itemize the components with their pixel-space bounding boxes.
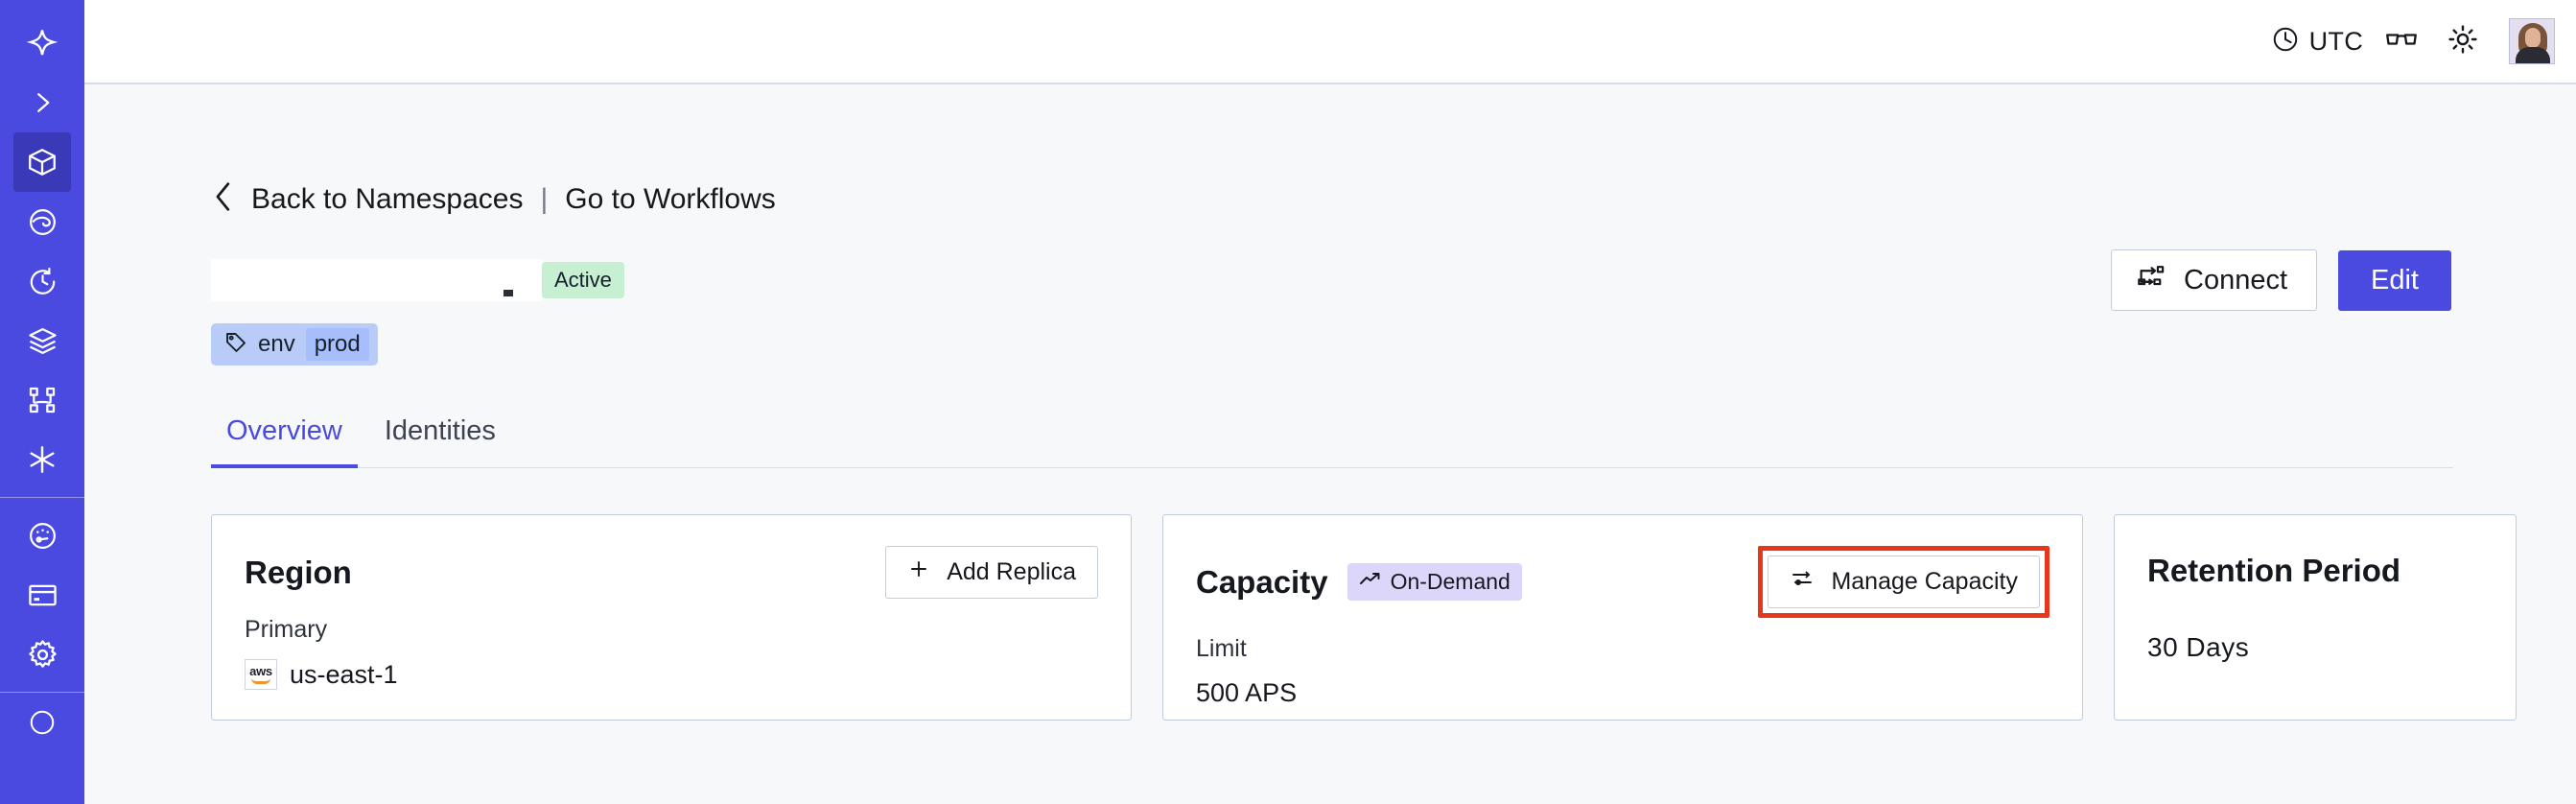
aws-logo-icon: aws xyxy=(245,659,277,690)
timezone-selector[interactable]: UTC xyxy=(2263,19,2371,64)
sidebar-item-namespaces[interactable] xyxy=(13,132,71,192)
cards-row: Region Add Replica xyxy=(211,514,2517,721)
sidebar-item-layers[interactable] xyxy=(13,311,71,370)
breadcrumb-separator: | xyxy=(540,182,549,215)
sidebar-divider-1 xyxy=(0,497,84,498)
sun-icon xyxy=(2447,23,2479,60)
trending-up-icon xyxy=(1359,569,1382,595)
tag-value: prod xyxy=(305,328,369,361)
add-replica-button[interactable]: Add Replica xyxy=(885,546,1098,599)
avatar[interactable] xyxy=(2509,18,2555,64)
title-actions: Connect Edit xyxy=(2111,249,2451,311)
retention-period-card: Retention Period 30 Days xyxy=(2114,514,2517,721)
sidebar-divider-2 xyxy=(0,692,84,693)
manage-capacity-annotation: Manage Capacity xyxy=(1758,546,2049,618)
sidebar-item-workflows[interactable] xyxy=(13,370,71,430)
capacity-card-title: Capacity xyxy=(1196,563,1328,600)
connection-flow-icon xyxy=(2137,263,2166,297)
top-header: UTC xyxy=(84,0,2576,84)
credit-card-icon xyxy=(27,579,59,611)
retention-card-title: Retention Period xyxy=(2147,553,2401,588)
sidebar-item-observe[interactable] xyxy=(13,192,71,251)
avatar-body xyxy=(2516,47,2550,63)
connect-button[interactable]: Connect xyxy=(2111,249,2318,311)
tab-overview[interactable]: Overview xyxy=(211,415,358,468)
sidebar-item-expand[interactable] xyxy=(13,73,71,132)
breadcrumb: Back to Namespaces | Go to Workflows xyxy=(211,180,2451,218)
theme-toggle-button[interactable] xyxy=(2432,15,2494,67)
back-to-namespaces-link[interactable]: Back to Namespaces xyxy=(251,182,524,215)
region-card-header: Region Add Replica xyxy=(245,546,1098,599)
history-clock-icon xyxy=(27,266,59,297)
tag-icon xyxy=(224,331,247,359)
avatar-face xyxy=(2525,28,2541,48)
asterisk-icon xyxy=(26,443,59,476)
tab-identities[interactable]: Identities xyxy=(384,415,496,446)
layers-icon xyxy=(27,325,59,357)
tag-key: env xyxy=(258,331,295,357)
status-badge: Active xyxy=(542,262,624,298)
capacity-sublabel: Limit xyxy=(1196,635,1247,662)
accessibility-button[interactable] xyxy=(2371,15,2432,67)
sidebar-item-settings[interactable] xyxy=(13,625,71,684)
plus-icon xyxy=(907,557,930,587)
sidebar-item-usage[interactable] xyxy=(13,506,71,565)
eye-icon xyxy=(27,206,59,238)
sidebar-item-nexus[interactable] xyxy=(13,430,71,489)
sidebar-item-logo[interactable] xyxy=(13,13,71,73)
edit-button[interactable]: Edit xyxy=(2338,249,2451,311)
namespace-name-glyph-fragment xyxy=(503,289,513,296)
workflow-graph-icon xyxy=(27,385,58,415)
sidebar-item-history[interactable] xyxy=(13,251,71,311)
glasses-icon xyxy=(2384,22,2419,61)
region-value: us-east-1 xyxy=(290,659,398,689)
region-card-title: Region xyxy=(245,554,352,590)
tab-bar: Overview Identities xyxy=(211,415,2453,468)
temporal-logo-icon xyxy=(26,27,59,59)
sidebar-item-help[interactable] xyxy=(13,693,71,752)
on-demand-badge: On-Demand xyxy=(1347,563,1522,601)
sidebar xyxy=(0,0,84,804)
clock-icon xyxy=(2271,25,2300,59)
main-content: Back to Namespaces | Go to Workflows Act… xyxy=(84,84,2576,804)
capacity-value: 500 APS xyxy=(1196,678,1298,707)
region-value-row: aws us-east-1 xyxy=(245,659,1098,690)
capacity-card-header: Capacity On-Demand xyxy=(1196,546,2049,618)
aws-logo-text: aws xyxy=(249,664,272,678)
region-card-action: Add Replica xyxy=(885,546,1098,599)
retention-value: 30 Days xyxy=(2147,632,2250,662)
chevron-right-icon xyxy=(28,88,57,117)
gear-icon xyxy=(27,639,59,671)
namespace-name-redacted xyxy=(211,259,542,301)
manage-capacity-label: Manage Capacity xyxy=(1831,568,2018,595)
connect-button-label: Connect xyxy=(2184,264,2288,296)
region-card: Region Add Replica xyxy=(211,514,1132,721)
title-row: Active xyxy=(211,249,2451,311)
timezone-label: UTC xyxy=(2308,26,2363,56)
capacity-card: Capacity On-Demand xyxy=(1162,514,2083,721)
help-circle-icon xyxy=(28,708,57,737)
sliders-icon xyxy=(1790,567,1815,597)
go-to-workflows-link[interactable]: Go to Workflows xyxy=(565,182,776,215)
add-replica-label: Add Replica xyxy=(947,558,1076,585)
region-sublabel: Primary xyxy=(245,616,328,643)
tag-pill[interactable]: env prod xyxy=(211,323,378,366)
gauge-icon xyxy=(27,520,59,552)
chevron-left-icon[interactable] xyxy=(211,180,236,218)
content-wrapper: Back to Namespaces | Go to Workflows Act… xyxy=(84,180,2576,721)
on-demand-badge-label: On-Demand xyxy=(1390,569,1510,594)
aws-logo-smile xyxy=(251,678,270,684)
manage-capacity-button[interactable]: Manage Capacity xyxy=(1768,556,2040,608)
sidebar-item-billing[interactable] xyxy=(13,565,71,625)
cube-icon xyxy=(26,146,59,178)
retention-card-header: Retention Period xyxy=(2147,546,2483,596)
tag-row: env prod xyxy=(211,323,2451,366)
